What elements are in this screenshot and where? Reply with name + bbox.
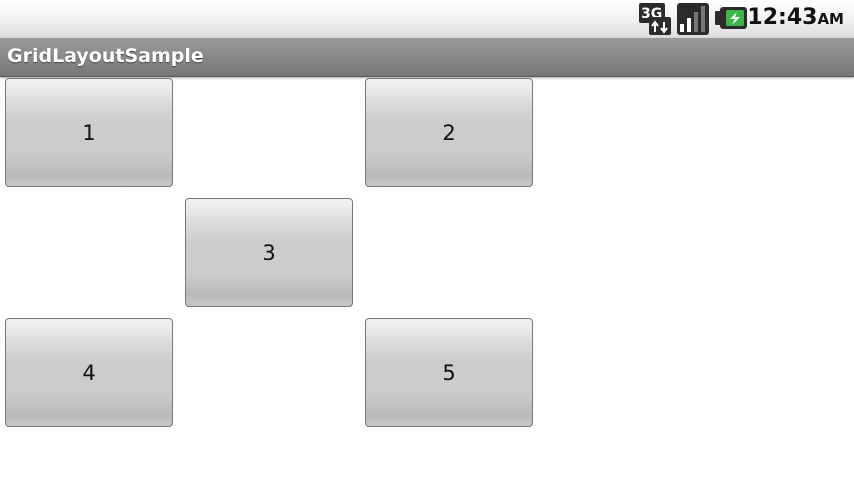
app-title-bar: GridLayoutSample xyxy=(0,38,854,77)
grid-button-4[interactable]: 4 xyxy=(5,318,173,427)
clock: 12:43AM xyxy=(747,5,844,30)
grid-button-2[interactable]: 2 xyxy=(365,78,533,187)
battery-charging-icon xyxy=(715,7,747,29)
3g-data-icon: 3G xyxy=(639,3,671,35)
button-label: 1 xyxy=(82,120,96,145)
grid-button-1[interactable]: 1 xyxy=(5,78,173,187)
clock-time: 12:43 xyxy=(747,5,818,30)
grid-button-5[interactable]: 5 xyxy=(365,318,533,427)
button-label: 5 xyxy=(442,360,456,385)
app-title: GridLayoutSample xyxy=(7,45,204,67)
status-bar: 3G 12:43AM xyxy=(0,0,854,38)
signal-strength-icon xyxy=(677,3,709,35)
clock-ampm: AM xyxy=(817,10,844,28)
grid-button-3[interactable]: 3 xyxy=(185,198,353,307)
button-label: 2 xyxy=(442,120,456,145)
button-label: 3 xyxy=(262,240,276,265)
button-label: 4 xyxy=(82,360,96,385)
